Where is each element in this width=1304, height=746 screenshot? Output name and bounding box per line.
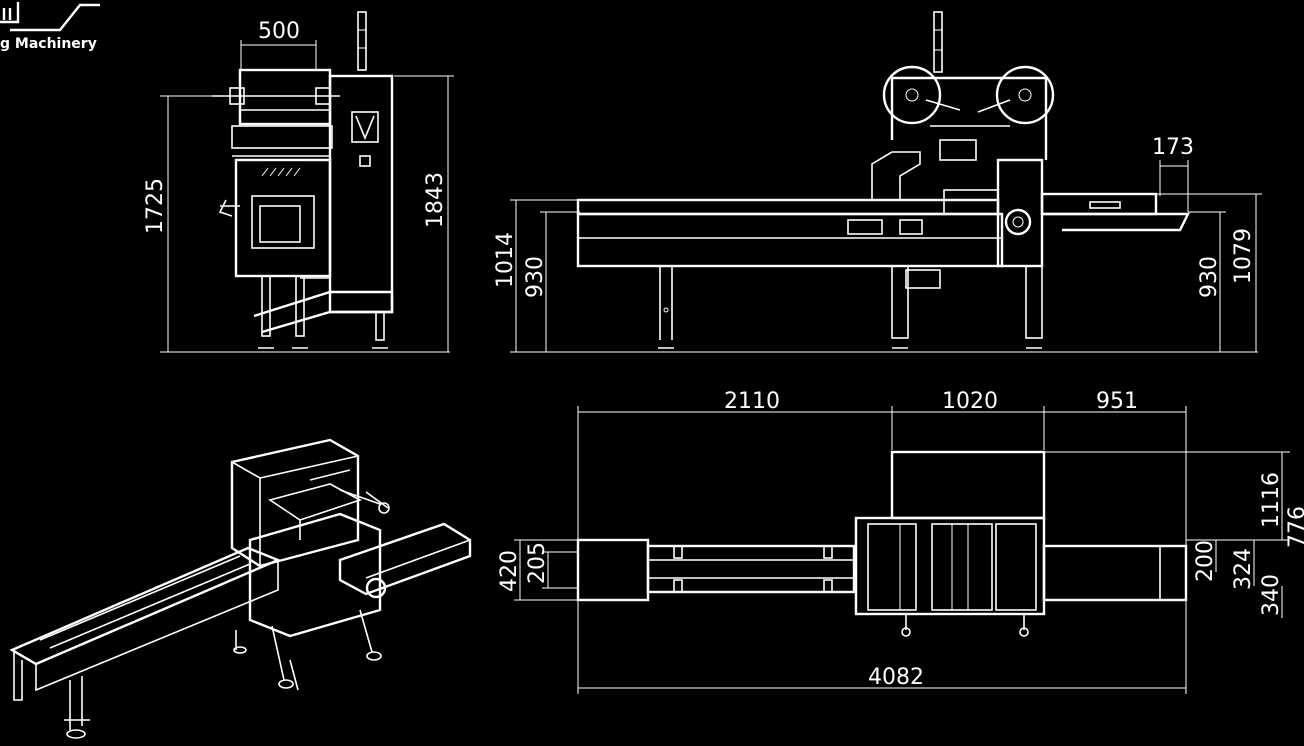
- dim-front-height-1014: 1014: [493, 232, 518, 288]
- dim-top-length-951: 951: [1096, 389, 1138, 414]
- dim-top-width-1116: 1116: [1259, 472, 1284, 528]
- front-view: [510, 11, 1262, 353]
- dim-top-length-1020: 1020: [942, 389, 998, 414]
- company-logo-icon: [0, 2, 100, 32]
- dim-top-total-4082: 4082: [868, 665, 924, 690]
- dim-top-width-420: 420: [497, 550, 522, 592]
- dim-front-height-930-right: 930: [1197, 256, 1222, 298]
- dim-side-width: 500: [258, 19, 300, 44]
- isometric-view: [9, 438, 472, 739]
- dim-front-height-1079: 1079: [1231, 228, 1256, 284]
- side-view: [160, 11, 454, 353]
- brand-text: g Machinery: [0, 36, 97, 52]
- dim-top-length-2110: 2110: [724, 389, 780, 414]
- dim-top-width-324: 324: [1231, 548, 1256, 590]
- dimension-labels: 500 1725 1843 1014 930 173 930 1079 2110…: [143, 19, 1304, 690]
- dim-top-width-200: 200: [1193, 540, 1218, 582]
- top-view: [514, 406, 1290, 694]
- dim-top-width-340: 340: [1259, 574, 1284, 616]
- dim-side-height-1725: 1725: [143, 178, 168, 234]
- dim-side-height-1843: 1843: [423, 172, 448, 228]
- dim-top-width-205: 205: [525, 542, 550, 584]
- dim-top-width-776: 776: [1285, 506, 1304, 548]
- dim-front-height-930-left: 930: [523, 256, 548, 298]
- dim-front-offset-173: 173: [1152, 135, 1194, 160]
